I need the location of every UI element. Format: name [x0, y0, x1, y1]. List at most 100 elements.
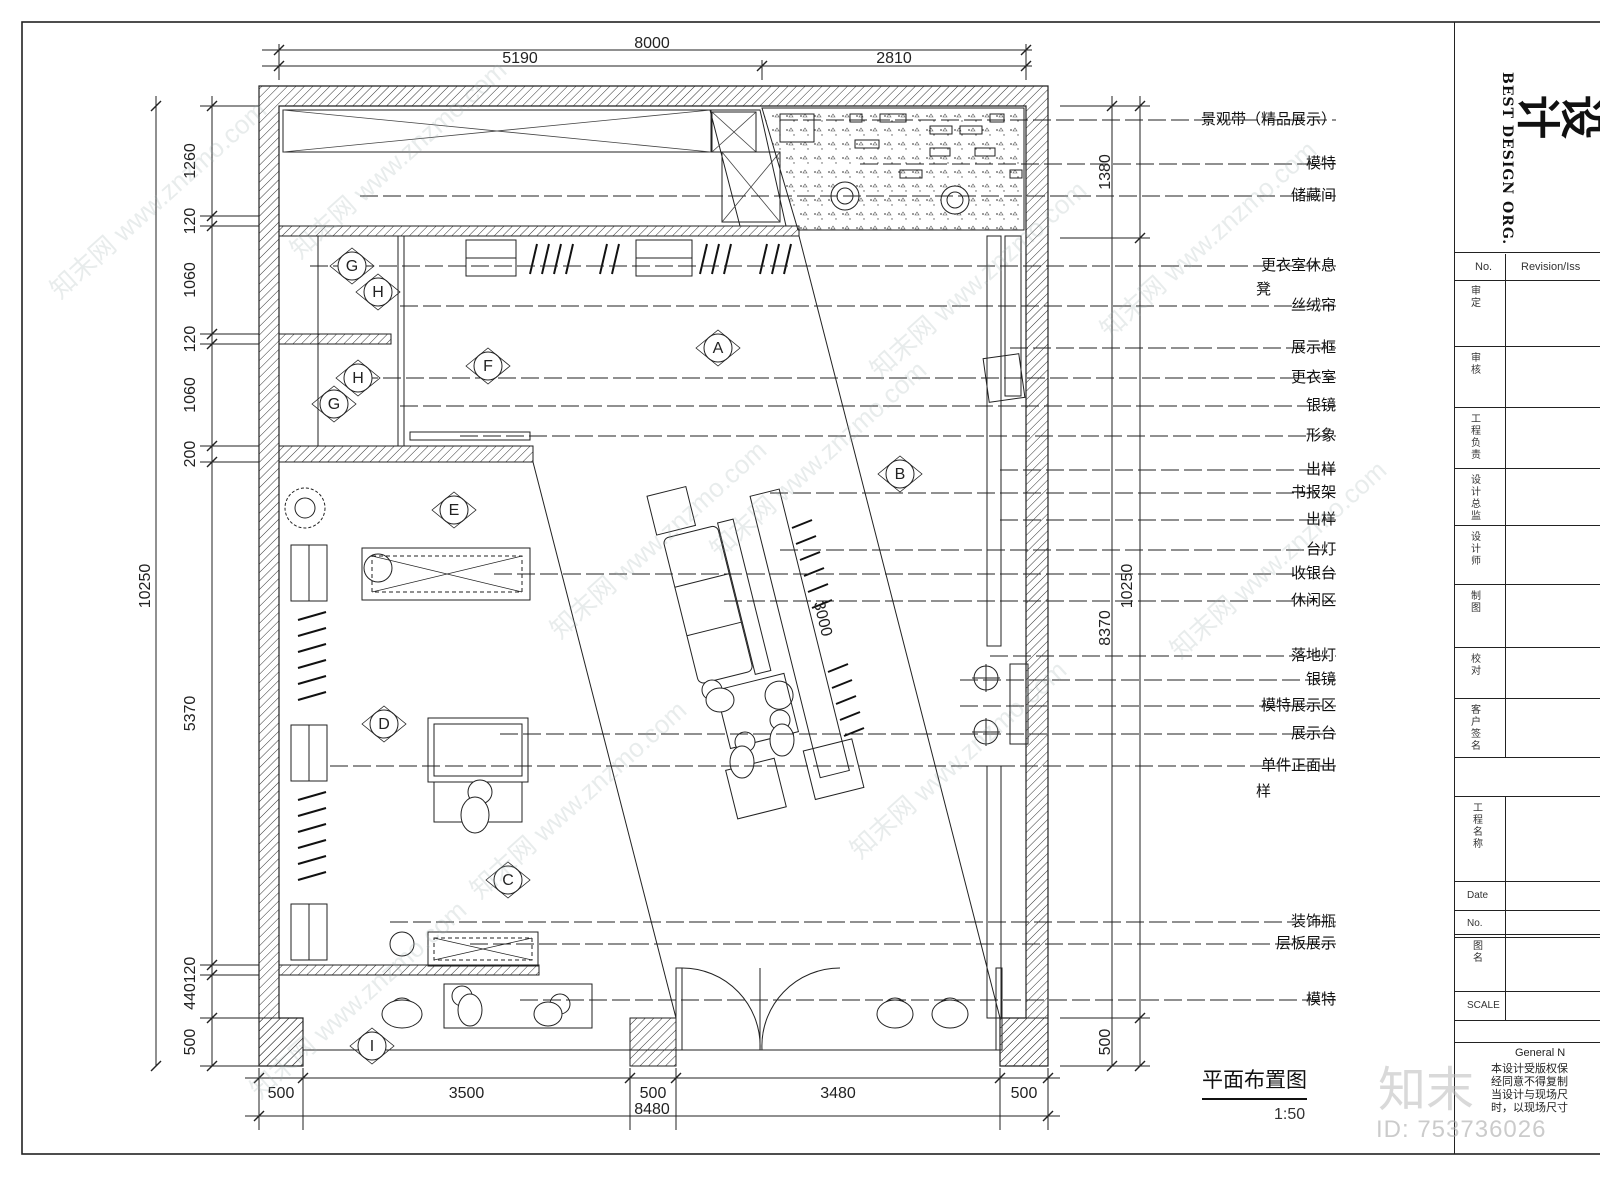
dim-left-seg-7: 120: [182, 957, 199, 984]
dim-left-seg-4: 1060: [182, 377, 199, 413]
shelf-display-bottom: [389, 931, 539, 967]
elevation-marker-arrow: [349, 1027, 395, 1065]
approval-row-label: 制图: [1471, 591, 1481, 614]
drawing-rows: 图名 SCALE: [1455, 934, 1600, 1021]
approval-row: 设计师: [1455, 526, 1600, 585]
dim-left-seg-2: 1060: [182, 262, 199, 298]
dim-left-overall: 10250: [137, 564, 154, 609]
dim-left-seg-1: 120: [182, 208, 199, 235]
header-no: No.: [1475, 261, 1493, 273]
callout-label: 形象: [1306, 426, 1336, 444]
title-block-row: 工程名称: [1455, 797, 1600, 882]
approval-row: 审核: [1455, 347, 1600, 408]
callout-label: 样: [1256, 782, 1271, 800]
elevation-marker-circle: [493, 865, 523, 895]
elevation-marker-arrow: [335, 359, 381, 397]
callout-label: 展示框: [1291, 338, 1336, 356]
elevation-marker-label: B: [895, 466, 906, 483]
watermark-text: 知末网 www.znzmo.com: [844, 655, 1072, 865]
hanger-rack-top: [529, 243, 792, 275]
elevation-marker-label: H: [352, 370, 364, 387]
callout-label: 出样: [1306, 510, 1336, 528]
elevation-marker-label: F: [483, 358, 493, 375]
approval-row-label: 设计总监: [1471, 475, 1481, 522]
dim-bottom-seg-3: 3480: [820, 1085, 856, 1102]
approval-rows: 审定审核工程负责设计总监设计师制图校对客户签名: [1455, 280, 1600, 758]
title-block-row: SCALE: [1455, 992, 1600, 1021]
elevation-marker-circle: [319, 389, 349, 419]
dim-right-overall: 10250: [1119, 564, 1136, 609]
callout-label: 景观带（精品展示）: [1201, 110, 1336, 128]
entrance-doors: [675, 967, 1003, 1051]
dim-bottom-total: 8480: [634, 1101, 670, 1118]
elevation-marker-arrow: [311, 385, 357, 423]
watermark-text: 知末网 www.znzmo.com: [284, 55, 512, 265]
approval-row-label: 校对: [1471, 654, 1481, 677]
title-block-row-label: SCALE: [1467, 1000, 1500, 1011]
callout-label: 更衣室: [1291, 368, 1336, 386]
approval-row: 工程负责: [1455, 408, 1600, 469]
approval-row-label: 工程负责: [1471, 414, 1481, 461]
dim-tick: [253, 1110, 265, 1122]
diagonal-zone-lines: [532, 235, 1001, 1019]
approval-row: 客户签名: [1455, 699, 1600, 758]
title-block-row-label: 工程名称: [1473, 803, 1483, 850]
elevation-marker-label: G: [328, 396, 340, 413]
callout-label: 模特: [1306, 990, 1336, 1008]
elevation-marker-circle: [703, 333, 733, 363]
general-notes: General N 本设计受版权保经同意不得复制当设计与现场尺时，以现场尺寸: [1455, 1042, 1600, 1154]
elevation-marker-label: A: [713, 340, 724, 357]
note-line: 经同意不得复制: [1491, 1076, 1568, 1088]
elevation-marker-label: I: [370, 1038, 374, 1055]
elevation-marker-arrow: [695, 329, 741, 367]
dim-tick: [150, 1060, 162, 1072]
dim-top-left: 5190: [502, 50, 538, 67]
watermark-text: 知末网 www.znzmo.com: [44, 95, 272, 305]
elevation-marker-arrow: [361, 705, 407, 743]
approval-row: 制图: [1455, 585, 1600, 648]
dim-right-seg-2: 500: [1097, 1029, 1114, 1056]
elevation-marker-circle: [369, 709, 399, 739]
elevation-marker-circle: [337, 251, 367, 281]
dim-bottom-seg-0: 500: [268, 1085, 295, 1102]
watermark-text: 知末网 www.znzmo.com: [464, 695, 692, 905]
dim-left-seg-6: 5370: [182, 696, 199, 732]
dim-left-seg-5: 200: [182, 441, 199, 468]
elevation-marker-circle: [473, 351, 503, 381]
callout-label: 装饰瓶: [1291, 912, 1336, 930]
approval-row-label: 设计师: [1471, 532, 1481, 567]
sheet-border: [21, 21, 1600, 1155]
dim-tick: [150, 100, 162, 112]
callout-label: 丝绒帘: [1291, 296, 1336, 314]
exterior-walls: [258, 85, 1049, 1067]
header-revision: Revision/Iss: [1521, 261, 1581, 273]
approval-row-label: 审核: [1471, 353, 1481, 376]
elevation-marker-circle: [439, 495, 469, 525]
callout-label: 休闲区: [1291, 591, 1336, 609]
dim-top-total: 8000: [634, 35, 670, 52]
dim-bottom-seg-1: 3500: [449, 1085, 485, 1102]
title-block-row: 图名: [1455, 935, 1600, 992]
notes-title: General N: [1515, 1047, 1566, 1059]
callout-label: 出样: [1306, 460, 1336, 478]
callout-label: 储藏间: [1291, 186, 1336, 204]
title-block-row-label: 图名: [1473, 941, 1483, 964]
hanger-rack-diagonal: [791, 519, 865, 737]
dim-bottom-seg-4: 500: [1011, 1085, 1038, 1102]
approval-row: 设计总监: [1455, 469, 1600, 526]
floor-lamps: [972, 664, 1000, 746]
elevation-marker-label: E: [449, 502, 460, 519]
logo: 设计 BEST DESIGN ORG.: [1455, 22, 1600, 253]
notes-list: 本设计受版权保经同意不得复制当设计与现场尺时，以现场尺寸: [1491, 1063, 1568, 1115]
approval-row: 审定: [1455, 280, 1600, 347]
note-line: 当设计与现场尺: [1491, 1089, 1568, 1101]
elevation-marker-circle: [343, 363, 373, 393]
dim-right-seg-1: 8370: [1097, 610, 1114, 646]
callout-label: 层板展示: [1276, 934, 1336, 952]
title-block-row: Date: [1455, 882, 1600, 911]
elevation-marker-label: C: [502, 872, 514, 889]
callout-label: 银镜: [1306, 670, 1336, 688]
